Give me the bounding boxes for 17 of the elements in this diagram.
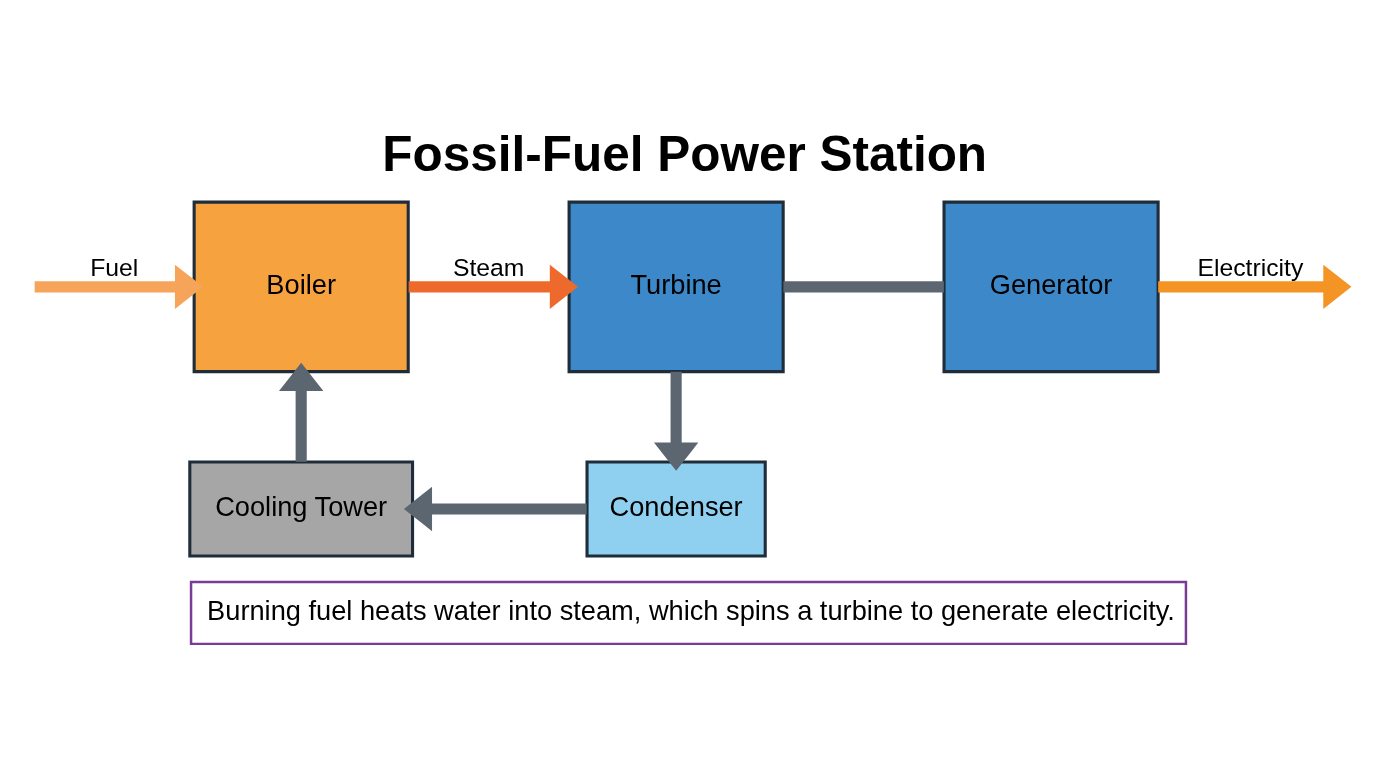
node-box: Generator <box>942 200 1160 374</box>
node-box: Turbine <box>567 200 785 374</box>
node-box: Boiler <box>192 200 410 374</box>
arrow <box>34 264 203 310</box>
edge-label: Electricity <box>1196 253 1303 281</box>
arrow <box>653 371 698 471</box>
node-box: Condenser <box>585 460 767 558</box>
arrow <box>408 264 578 310</box>
caption: Burning fuel heats water into steam, which spins a turbine to generate electricity. <box>206 594 1175 626</box>
diagram-title: Fossil-Fuel Power Station <box>381 126 987 182</box>
arrow <box>1157 264 1351 310</box>
arrow <box>278 362 323 462</box>
edge-label: Fuel <box>89 253 138 281</box>
edge-label: Steam <box>452 253 524 281</box>
arrow <box>403 486 587 532</box>
connector <box>782 281 944 293</box>
node-box: Cooling Tower <box>187 460 414 558</box>
